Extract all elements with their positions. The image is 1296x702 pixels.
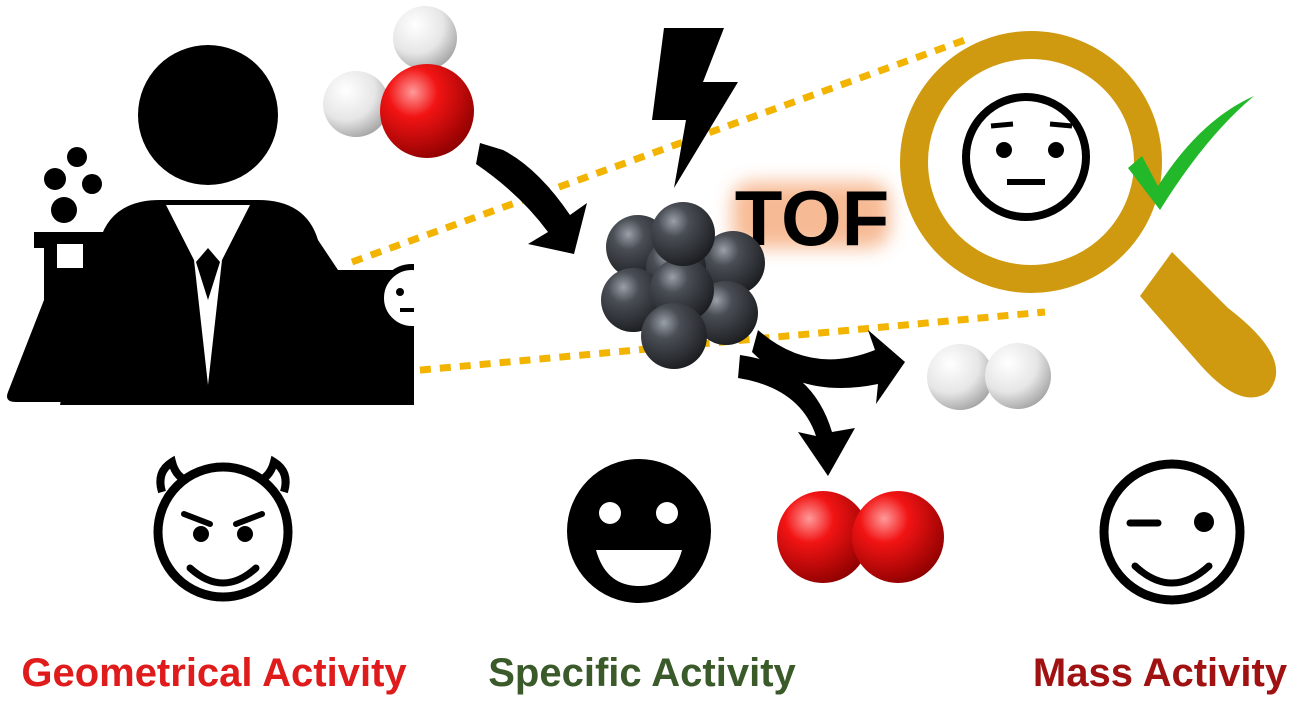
- water-molecule-icon: [323, 6, 474, 158]
- geometrical-activity-caption: Geometrical Activity: [21, 651, 407, 695]
- lightning-icon: [652, 28, 738, 188]
- upper-projection-line: [350, 36, 967, 266]
- devil-face-icon: [153, 455, 293, 602]
- arrow-to-oxygen: [738, 355, 855, 476]
- small-neutral-face-icon: [378, 264, 414, 332]
- arrow-to-catalyst: [476, 143, 587, 254]
- specific-activity-caption: Specific Activity: [488, 651, 796, 695]
- wink-face-icon: [1099, 459, 1245, 605]
- mass-activity-caption: Mass Activity: [1033, 651, 1288, 695]
- checkmark-icon: [1128, 96, 1254, 210]
- scientist-icon: [60, 45, 414, 405]
- arrow-to-hydrogen: [752, 330, 905, 404]
- oxygen-molecule-icon: [777, 491, 944, 583]
- hydrogen-molecule-icon: [927, 343, 1051, 410]
- neutral-face-icon: [962, 93, 1090, 221]
- magnifier-icon: [900, 31, 1277, 398]
- flask-icon: [7, 147, 135, 402]
- happy-face-icon: [567, 459, 711, 603]
- catalyst-cluster-icon: [601, 202, 765, 369]
